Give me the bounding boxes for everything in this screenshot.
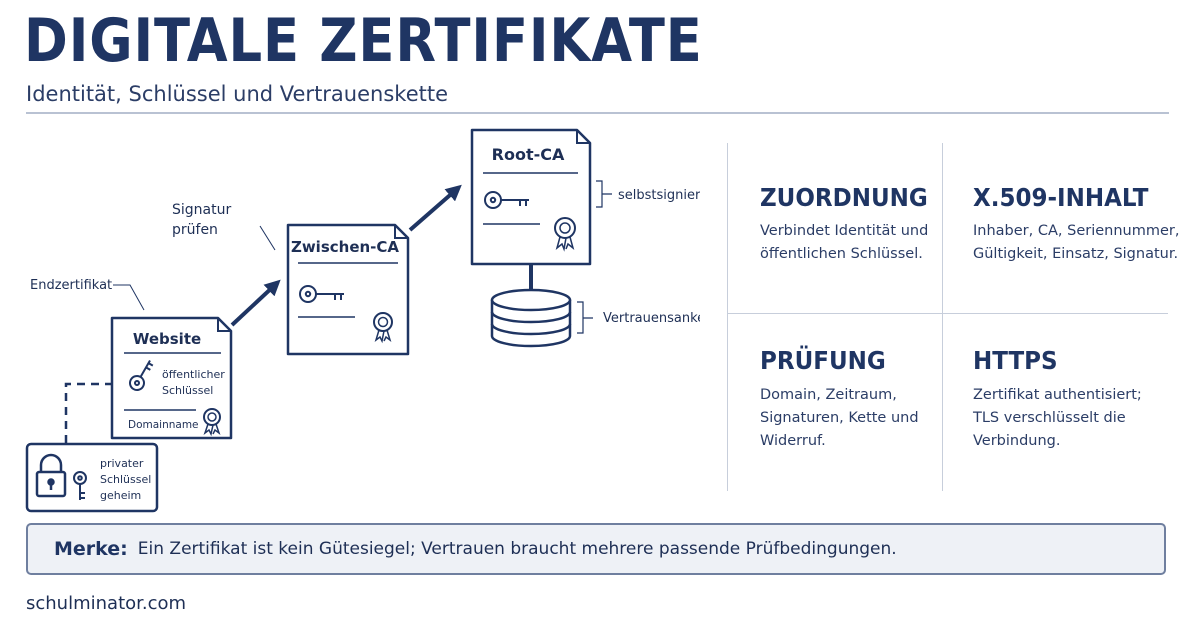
public-key-label-2: Schlüssel: [162, 384, 213, 397]
remember-note-text: Ein Zertifikat ist kein Gütesiegel; Vert…: [137, 539, 897, 559]
verify-signature-pointer: [259, 225, 276, 251]
public-key-label-1: öffentlicher: [162, 368, 225, 381]
panel-text-x509-1: Inhaber, CA, Seriennummer,: [973, 223, 1180, 239]
end-certificate-pointer: [113, 284, 145, 311]
panel-text-https-1: Zertifikat authentisiert;: [973, 387, 1142, 403]
header-divider: [26, 112, 1169, 114]
key-link-connector: [64, 382, 112, 443]
footer-site-name: schulminator.com: [26, 593, 187, 614]
trust-anchor-label: Vertrauensanker: [603, 311, 700, 326]
panel-divider-left: [727, 143, 728, 491]
root-ca-certificate: Root-CA: [470, 128, 592, 266]
panel-title-https: HTTPS: [973, 346, 1058, 375]
key-icon: [129, 359, 154, 391]
page-subtitle: Identität, Schlüssel und Vertrauenskette: [26, 82, 448, 106]
remember-note-label: Merke:: [54, 538, 128, 560]
panel-divider-center: [942, 143, 943, 491]
certificate-chain-diagram: Website öffentlicher Schlüssel Domainnam…: [25, 128, 700, 513]
remember-note: Merke: Ein Zertifikat ist kein Gütesiege…: [26, 523, 1166, 575]
intermediate-ca-title: Zwischen-CA: [291, 238, 399, 256]
panel-title-verification: PRÜFUNG: [760, 346, 886, 375]
panel-title-x509: X.509-INHALT: [973, 183, 1149, 212]
panel-text-https-3: Verbindung.: [973, 433, 1061, 449]
domain-name-field: Domainname: [128, 419, 199, 431]
padlock-icon: [35, 453, 67, 498]
private-key-box: privater Schlüssel geheim: [25, 442, 159, 513]
seal-icon: [373, 312, 393, 344]
database-icon: [490, 288, 572, 348]
self-signed-label: selbstsigniert: [618, 188, 700, 203]
intermediate-ca-certificate: Zwischen-CA: [286, 223, 410, 356]
panel-title-assignment: ZUORDNUNG: [760, 183, 928, 212]
panel-text-assignment-1: Verbindet Identität und: [760, 223, 929, 239]
trust-anchor-bracket: [577, 301, 593, 334]
private-key-label-3: geheim: [100, 489, 141, 502]
panel-text-verification-3: Widerruf.: [760, 433, 826, 449]
key-icon: [73, 471, 87, 500]
panel-text-verification-1: Domain, Zeitraum,: [760, 387, 897, 403]
verify-signature-label-2: prüfen: [172, 222, 218, 238]
key-icon: [299, 285, 344, 303]
chain-arrow-website-to-intermediate: [230, 279, 281, 327]
root-ca-title: Root-CA: [492, 145, 565, 164]
panel-divider-middle: [727, 313, 1168, 314]
website-certificate-title: Website: [133, 330, 201, 348]
panel-text-verification-2: Signaturen, Kette und: [760, 410, 919, 426]
panel-text-x509-2: Gültigkeit, Einsatz, Signatur.: [973, 246, 1179, 262]
seal-icon: [554, 217, 576, 252]
page-title: DIGITALE ZERTIFIKATE: [24, 6, 703, 76]
panel-text-assignment-2: öffentlichen Schlüssel.: [760, 246, 923, 262]
key-icon: [484, 191, 529, 209]
private-key-label-1: privater: [100, 457, 144, 470]
end-certificate-label: Endzertifikat: [30, 278, 112, 293]
chain-arrow-intermediate-to-root: [408, 184, 462, 232]
panel-text-https-2: TLS verschlüsselt die: [973, 410, 1126, 426]
verify-signature-label-1: Signatur: [172, 202, 231, 218]
private-key-label-2: Schlüssel: [100, 473, 151, 486]
website-certificate: Website öffentlicher Schlüssel Domainnam…: [110, 316, 233, 440]
seal-icon: [203, 408, 221, 437]
self-signed-bracket: [596, 180, 612, 208]
